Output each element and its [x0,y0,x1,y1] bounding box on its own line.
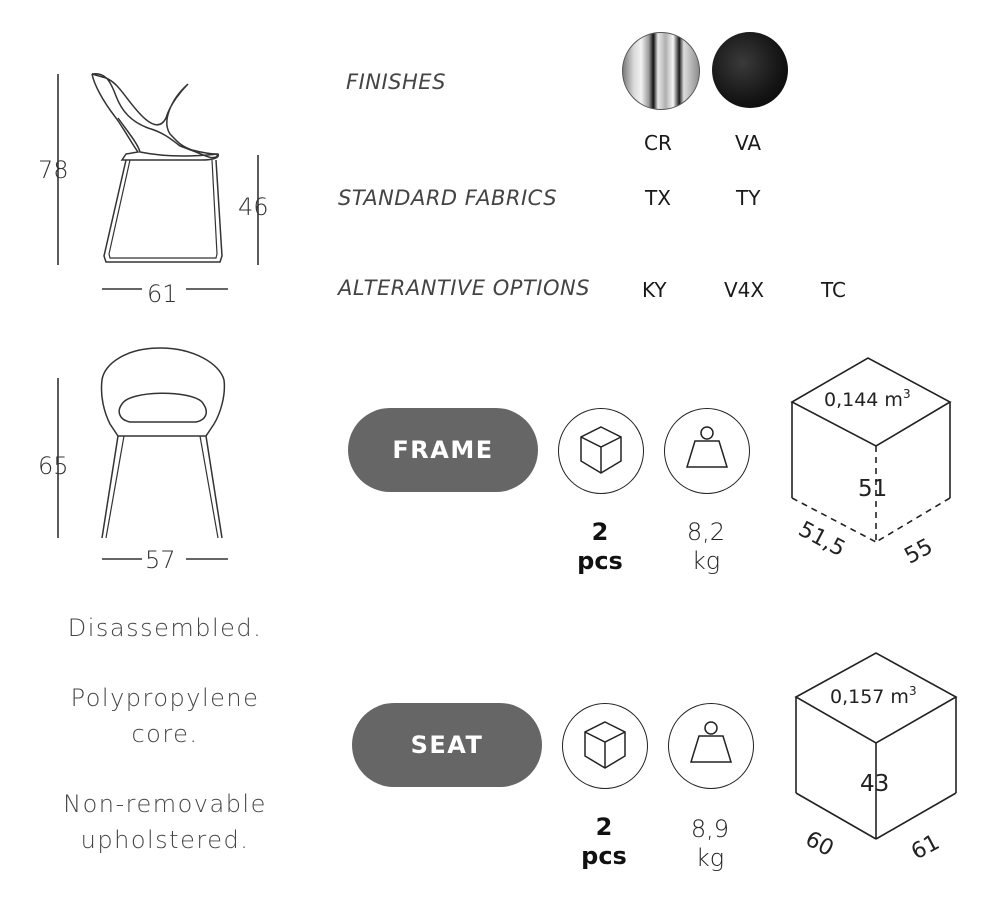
side-height-dimension: 78 [38,156,69,184]
finish-swatch-cr [622,32,700,110]
package-seat-weight: 8,9 kg [670,815,750,873]
front-height-dimension: 65 [38,452,69,480]
svg-text:0,157 m3: 0,157 m3 [830,684,917,708]
package-seat-box-diagram: 0,157 m3 43 60 61 [794,652,958,865]
package-seat-pieces-unit: pcs [581,842,627,870]
package-frame-pill: FRAME [348,408,538,492]
finishes-label: FINISHES [346,70,446,94]
package-frame-weight-unit: kg [691,547,721,575]
package-frame-weight-circle [664,408,750,494]
finish-code-va: VA [735,131,762,155]
package-seat-weight-value: 8,9 [690,815,730,843]
option-code-ky: KY [642,278,667,302]
package-seat-box-depth: 60 [801,827,837,862]
package-frame-pieces-circle [558,408,644,494]
note-core-line1: Polypropylene [70,684,260,712]
package-seat-weight-unit: kg [695,844,725,872]
side-depth-dimension: 61 [147,280,178,308]
package-seat-pieces-circle [562,703,648,789]
chair-front-view [57,347,228,560]
package-seat-pill: SEAT [352,703,542,787]
note-upholstery-line1: Non-removable [63,790,267,818]
package-frame-pieces-unit: pcs [577,547,623,575]
package-seat-volume-exp: 3 [909,684,917,698]
note-upholstery-line2: upholstered. [80,826,250,854]
package-frame-pieces-count: 2 [591,518,609,546]
option-code-v4x: V4X [724,278,765,302]
package-frame-volume-exp: 3 [903,387,911,401]
notes-block: Disassembled. Polypropylene core. Non-re… [40,610,290,858]
weight-icon [689,721,733,763]
fabric-code-tx: TX [645,186,671,210]
package-seat-volume: 0,157 m [830,686,909,708]
box-icon [584,721,626,769]
seat-height-dimension: 46 [238,193,269,221]
chair-side-view [57,72,259,290]
package-seat-weight-circle [668,703,754,789]
note-core-line2: core. [131,720,199,748]
front-width-dimension: 57 [145,546,176,574]
alternative-options-label: ALTERANTIVE OPTIONS [338,276,591,300]
option-code-tc: TC [821,278,847,302]
finish-code-cr: CR [644,131,672,155]
package-seat-box-width: 61 [907,830,943,865]
fabric-code-ty: TY [736,186,761,210]
package-seat-pieces-count: 2 [595,813,613,841]
package-frame-volume: 0,144 m [824,389,903,411]
finish-swatch-va [712,32,788,108]
weight-icon [685,426,729,468]
note-disassembled: Disassembled. [67,614,263,642]
package-frame-pieces: 2 pcs [560,518,640,576]
package-frame-box-diagram: 0,144 m3 51 51,5 55 [790,357,952,569]
package-seat-box-height: 43 [860,771,889,797]
svg-text:0,144 m3: 0,144 m3 [824,387,911,411]
package-frame-weight-value: 8,2 [686,518,726,546]
box-icon [580,426,622,474]
package-frame-box-height: 51 [858,476,887,502]
package-frame-weight: 8,2 kg [666,518,746,576]
package-frame-box-width: 55 [901,534,937,569]
package-seat-pieces: 2 pcs [564,813,644,871]
standard-fabrics-label: STANDARD FABRICS [338,186,558,210]
